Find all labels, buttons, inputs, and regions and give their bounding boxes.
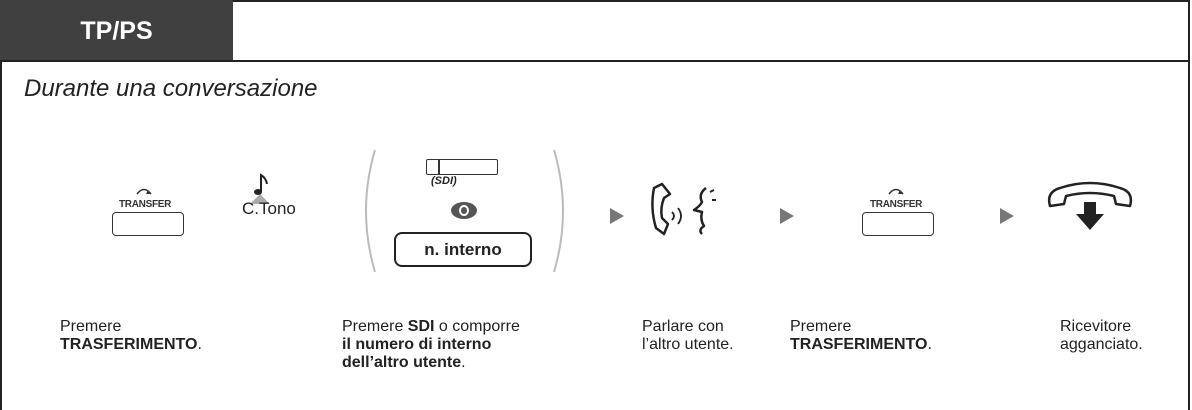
transfer-arrow-icon-2 — [888, 188, 904, 195]
sdi-label: (SDI) — [431, 175, 457, 187]
or-icon-inner — [459, 205, 469, 216]
step-arrow-1 — [610, 208, 624, 224]
subtitle: Durante una conversazione — [24, 75, 318, 102]
step-arrow-3 — [1000, 208, 1014, 224]
desc1-tail: . — [197, 336, 202, 353]
desc2-pre: Premere — [342, 318, 408, 335]
transfer-arrow-icon — [136, 188, 152, 195]
left-parenthesis — [365, 149, 376, 273]
desc2-bold2: il numero di interno — [342, 336, 492, 353]
desc2-bold1: SDI — [407, 318, 435, 335]
desc4-line1: Premere — [790, 318, 852, 335]
desc5-line2: agganciato. — [1060, 336, 1143, 353]
desc2-tail: . — [461, 354, 466, 371]
desc1-line2: TRASFERIMENTO. — [60, 336, 202, 354]
desc5-line1: Ricevitore — [1060, 318, 1132, 335]
desc1-bold: TRASFERIMENTO — [60, 336, 198, 353]
transfer-key[interactable] — [112, 212, 184, 236]
on-hook-icon — [1047, 181, 1133, 230]
transfer-key-label-2: TRANSFER — [870, 199, 923, 210]
desc1-line1: Premere — [60, 318, 122, 335]
music-note-icon — [250, 173, 270, 204]
extension-number-box[interactable]: n. interno — [394, 232, 532, 267]
talking-handset-icon — [651, 182, 716, 236]
mode-tab-label: TP/PS — [80, 16, 153, 45]
desc4-bold: TRASFERIMENTO — [790, 336, 928, 353]
step-description-5: Ricevitore agganciato. — [1060, 318, 1143, 354]
step-description-2: Premere SDI o comporre il numero di inte… — [342, 318, 520, 372]
desc4-line2: TRASFERIMENTO. — [790, 336, 932, 354]
desc3-line1: Parlare con — [642, 318, 724, 335]
tone-label: C.Tono — [242, 199, 296, 218]
step-description-4: Premere TRASFERIMENTO. — [790, 318, 932, 354]
transfer-key-2[interactable] — [862, 212, 934, 236]
step-arrow-2 — [780, 208, 794, 224]
desc3-line2: l’altro utente. — [642, 336, 734, 353]
extension-number-label: n. interno — [424, 239, 502, 259]
sdi-key-lamp — [438, 159, 440, 175]
desc2-line3: dell’altro utente. — [342, 354, 520, 372]
desc2-line2: il numero di interno — [342, 336, 520, 354]
header-divider — [0, 60, 1190, 62]
desc4-tail: . — [927, 336, 932, 353]
right-parenthesis — [553, 149, 564, 273]
desc2-line1: Premere SDI o comporre — [342, 318, 520, 336]
step-description-3: Parlare con l’altro utente. — [642, 318, 734, 354]
sdi-key[interactable] — [426, 159, 498, 175]
mode-tab: TP/PS — [0, 0, 233, 62]
step-description-1: Premere TRASFERIMENTO. — [60, 318, 202, 354]
transfer-key-label: TRANSFER — [119, 199, 172, 210]
desc2-post: o comporre — [434, 318, 520, 335]
desc2-bold3: dell’altro utente — [342, 354, 462, 371]
